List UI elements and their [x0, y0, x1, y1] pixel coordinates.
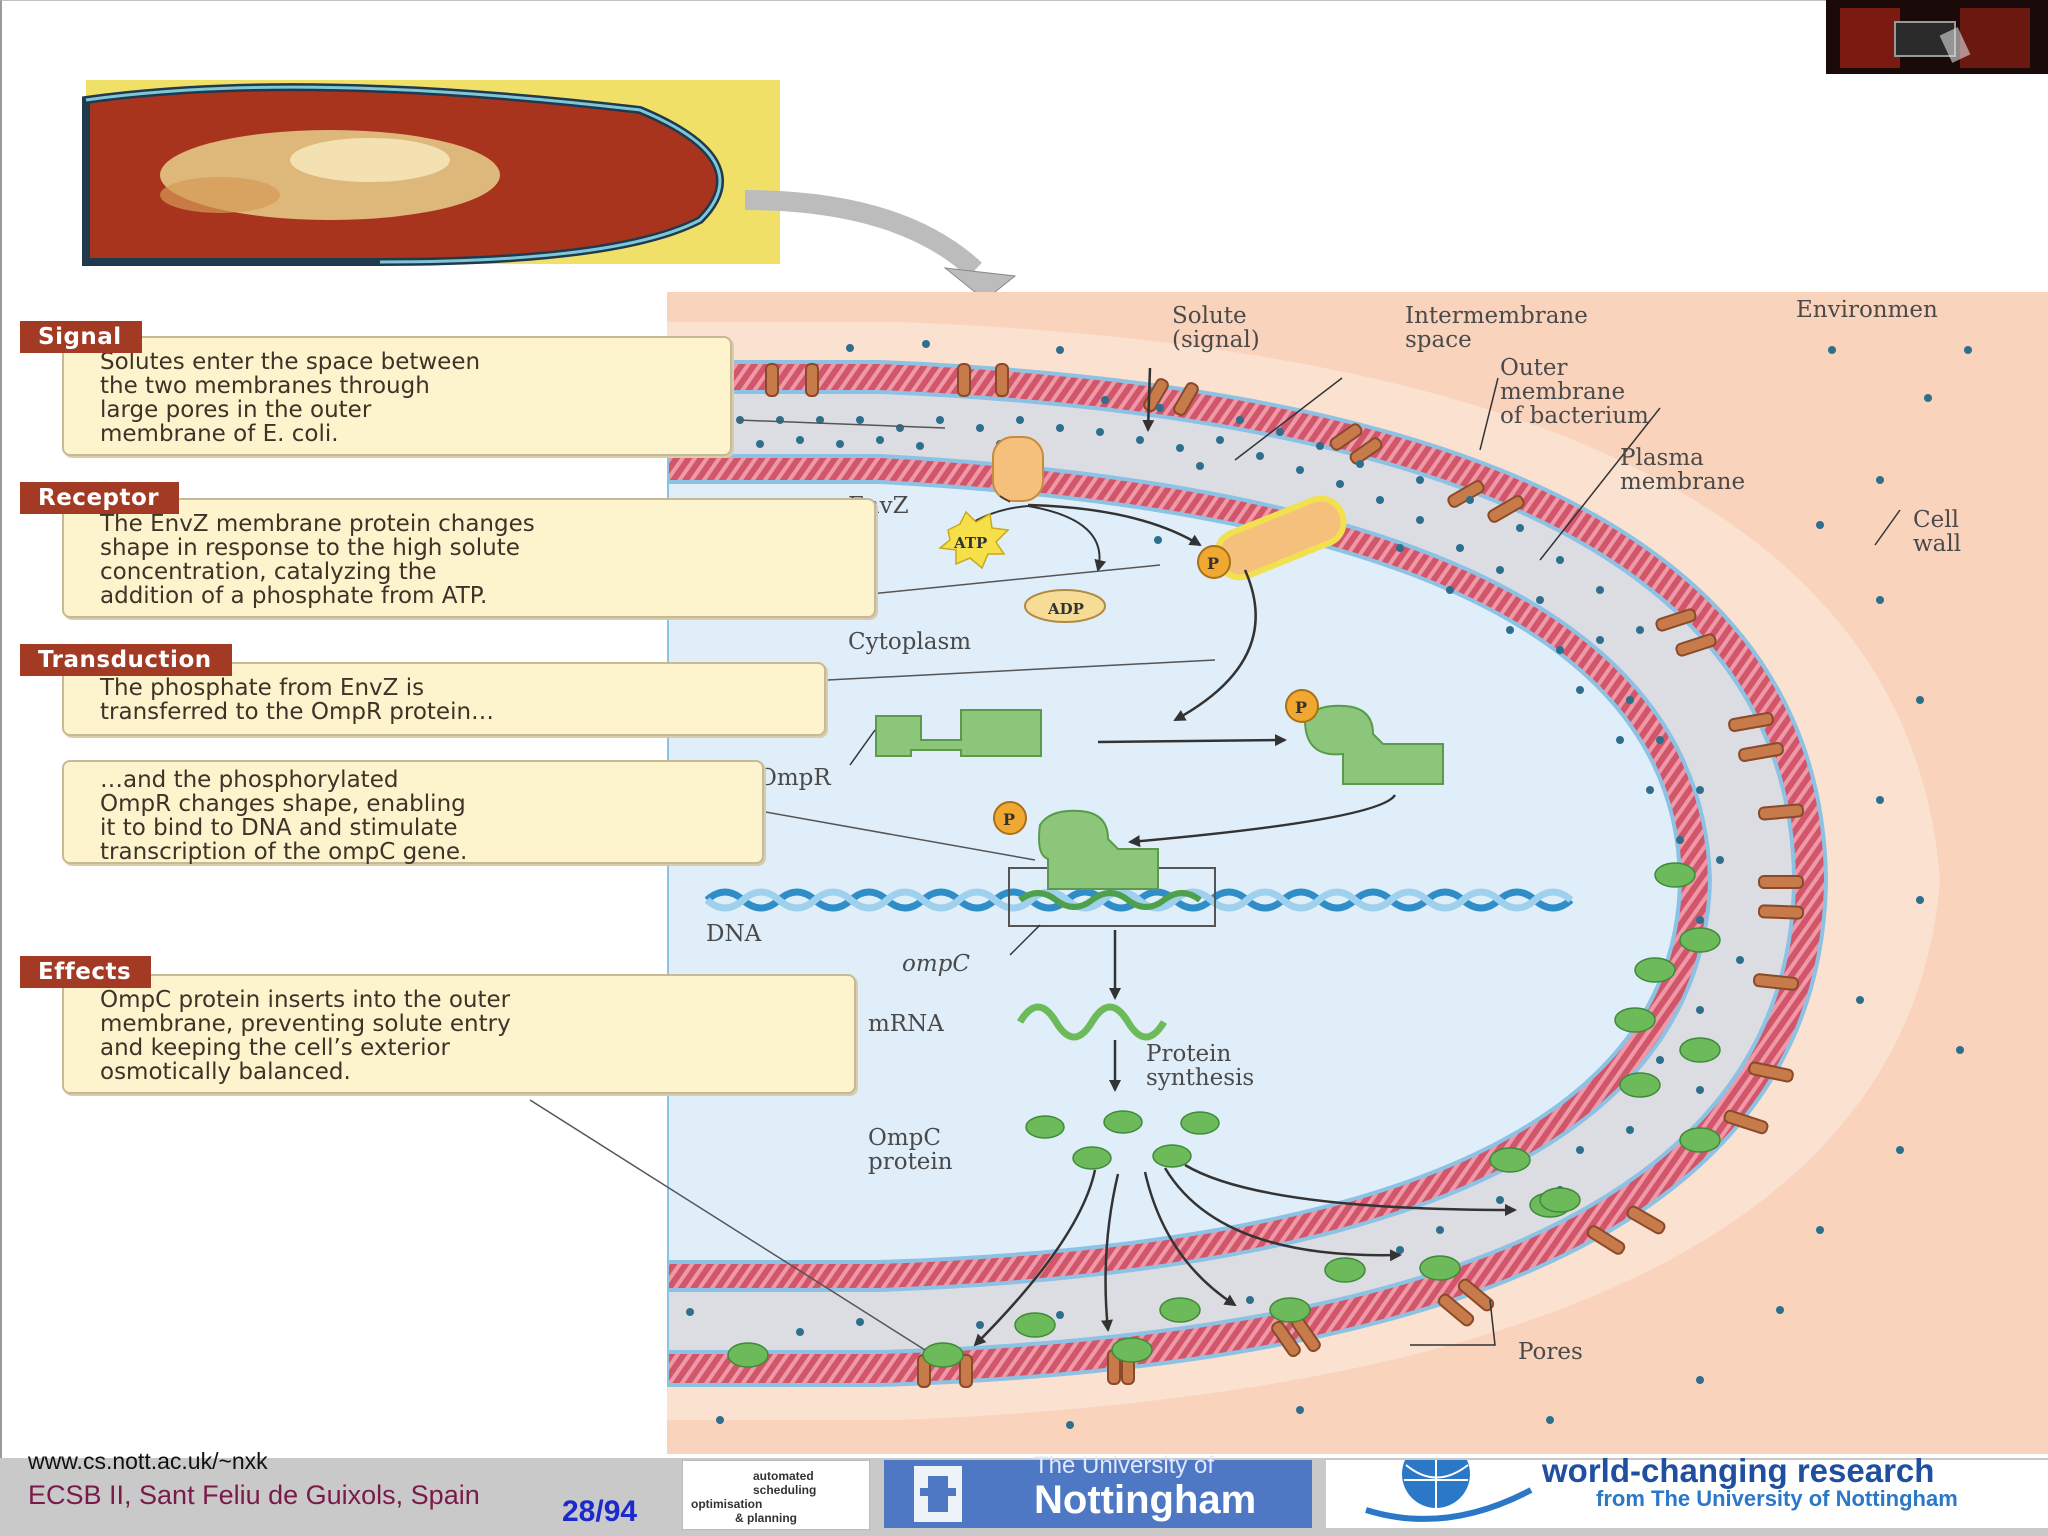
phosphate-circles — [993, 545, 1319, 835]
ompr-unbound — [875, 709, 1042, 757]
nottingham-logo: The University of Nottingham — [884, 1452, 1312, 1528]
solute-dots — [686, 340, 1972, 1429]
label-environment: Environmen — [1796, 297, 1938, 323]
mrna-strand — [1016, 1003, 1168, 1041]
atp-burst — [938, 510, 1010, 570]
page-number: 28/94 — [562, 1495, 638, 1528]
label-phosphate-2: P — [1295, 698, 1308, 717]
ompr-bound — [1038, 809, 1159, 890]
label-dna: DNA — [706, 921, 762, 947]
dna-helix — [704, 888, 1574, 912]
tag-receptor: Receptor — [20, 482, 180, 514]
label-ompc-gene: ompC — [902, 951, 970, 977]
ompc-gene-highlight — [1018, 890, 1202, 910]
caption-receptor: The EnvZ membrane protein changes shape … — [62, 498, 876, 618]
label-cytoplasm: Cytoplasm — [848, 629, 972, 655]
tag-transduction: Transduction — [20, 644, 232, 676]
envz-receptor — [992, 436, 1044, 502]
video-thumbnail — [1826, 0, 2048, 74]
adp-oval — [1024, 589, 1106, 623]
tag-signal: Signal — [20, 321, 142, 353]
crest-icon — [914, 1466, 962, 1522]
zoom-arrow-head — [943, 267, 1017, 301]
signal-transduction-diagram — [82, 0, 2048, 1454]
globe-icon — [1365, 1460, 1533, 1522]
caption-effects: OmpC protein inserts into the outer memb… — [62, 974, 856, 1094]
label-mrna: mRNA — [868, 1011, 944, 1037]
label-phosphate-3: P — [1003, 810, 1016, 829]
ompc-in-membrane — [727, 862, 1721, 1368]
label-solute: Solute(signal) — [1172, 303, 1260, 353]
pores-group — [765, 363, 1805, 1388]
label-phosphate-1: P — [1207, 554, 1220, 573]
ompc-cytoplasm — [1025, 1110, 1220, 1170]
footer-conference: ECSB II, Sant Feliu de Guixols, Spain — [28, 1480, 480, 1510]
ecoli-micrograph — [82, 80, 780, 266]
label-atp: ATP — [954, 534, 988, 552]
caption-signal: Solutes enter the space between the two … — [62, 336, 732, 456]
pathway-arrows — [973, 367, 1517, 1347]
leader-lines — [849, 377, 1901, 1346]
tag-effects: Effects — [20, 956, 152, 988]
label-adp: ADP — [1048, 600, 1084, 618]
caption-binding: …and the phosphorylated OmpR changes sha… — [62, 760, 764, 864]
zoom-arrow — [744, 190, 982, 278]
ompr-phosphorylated — [1303, 704, 1444, 785]
slide-frame — [0, 0, 2048, 1459]
footer-url[interactable]: www.cs.nott.ac.uk/~nxk — [28, 1448, 268, 1474]
world-changing-research-logo: world-changing research from The Univers… — [1326, 1452, 2048, 1528]
label-pores: Pores — [1518, 1339, 1583, 1365]
label-ompr: OmpR — [758, 765, 831, 791]
asap-logo: automated scheduling optimisation & plan… — [682, 1460, 870, 1530]
